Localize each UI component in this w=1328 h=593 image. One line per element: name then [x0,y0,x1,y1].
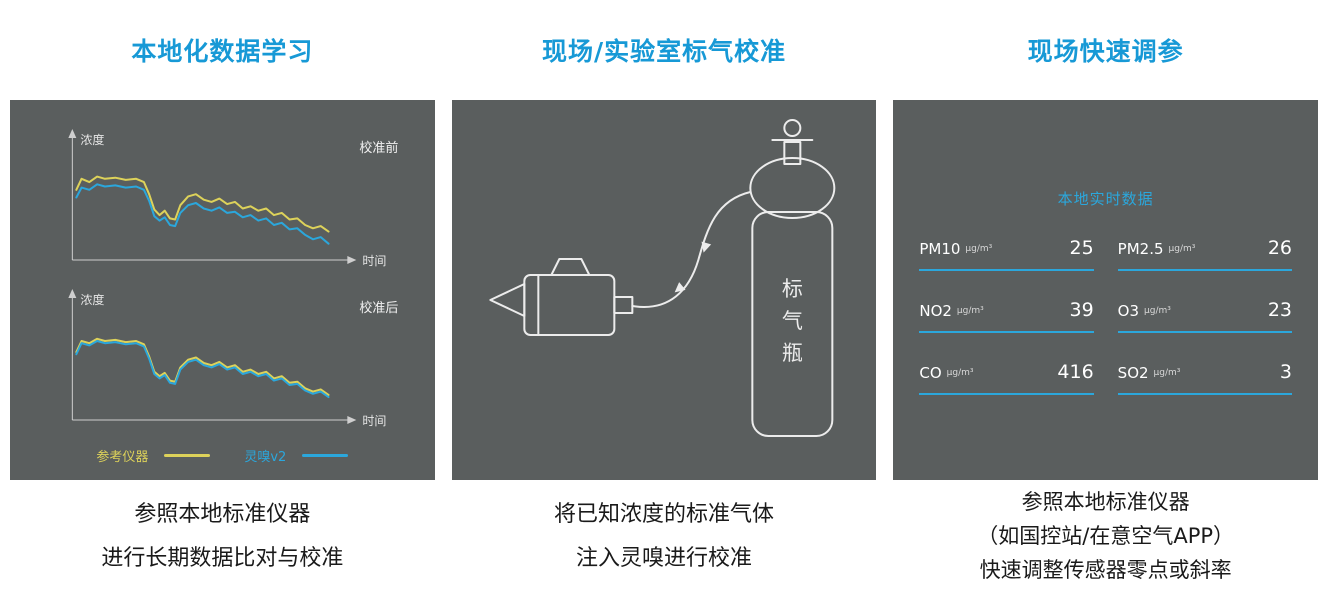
column-title: 现场快速调参 [1027,37,1184,66]
gas-tube [631,191,752,308]
reading-unit: μg/m³ [1144,306,1171,316]
reading-so2: SO2 μg/m³ 3 [1117,361,1293,395]
caption-line: 注入灵嗅进行校准 [576,545,753,571]
column-title: 本地化数据学习 [131,37,314,66]
cylinder-label-char: 标 [782,277,803,301]
reading-pm10: PM10 μg/m³ 25 [919,237,1094,271]
caption: 参照本地标准仪器 （如国控站/在意空气APP） 快速调整传感器零点或斜率 [893,480,1318,593]
column-local-data-learning: 本地化数据学习 浓度 时间 校准前 浓度 时间 校准后 [10,0,435,593]
cylinder-valve [783,141,802,165]
legend-line-blue-icon [302,454,349,457]
reading-value: 25 [1069,237,1094,259]
caption-line: 参照本地标准仪器 [1021,490,1190,514]
reading-unit: μg/m³ [956,306,984,316]
legend-label-reference: 参考仪器 [96,450,149,465]
flow-arrow-icon [701,241,711,253]
caption-line: （如国控站/在意空气APP） [977,524,1235,548]
series-line [75,337,330,396]
reading-co: CO μg/m³ 416 [919,361,1094,395]
x-axis-arrow-icon [347,416,357,424]
reading-unit: μg/m³ [965,244,993,254]
gas-cylinder [751,211,834,437]
caption-line: 将已知浓度的标准气体 [554,501,775,527]
column-gas-calibration: 现场/实验室标气校准 标 气 瓶 [451,0,877,593]
chart-before-calibration: 浓度 时间 校准前 [68,129,398,268]
reading-o3: O3 μg/m³ 23 [1117,299,1293,333]
x-axis-label: 时间 [362,254,386,268]
caption: 参照本地标准仪器 进行长期数据比对与校准 [10,480,435,593]
reading-value: 39 [1069,299,1094,321]
reading-unit: μg/m³ [1153,368,1181,378]
x-axis-arrow-icon [347,256,357,264]
caption: 将已知浓度的标准气体 注入灵嗅进行校准 [452,480,877,593]
column-quick-tuning: 现场快速调参 本地实时数据 PM10 μg/m³ 25 PM2.5 μg/m³ … [893,0,1319,593]
live-data-title: 本地实时数据 [1057,190,1154,208]
y-axis-arrow-icon [68,129,77,138]
y-axis-label: 浓度 [80,132,104,147]
reading-value: 3 [1279,361,1293,383]
chart-after-calibration: 浓度 时间 校准后 [68,289,398,428]
cylinder-collar [749,157,836,219]
caption-line: 参照本地标准仪器 [134,501,311,527]
column-title: 现场/实验室标气校准 [541,37,787,66]
x-axis-label: 时间 [362,414,386,428]
reading-name: PM2.5 [1117,240,1164,258]
legend-line-yellow-icon [164,454,211,457]
cylinder-label-char: 气 [782,309,803,333]
calibration-diagram: 标 气 瓶 [489,119,836,437]
series-line [75,340,330,399]
series-line [75,183,330,245]
chart-state-label: 校准前 [359,140,398,156]
series-line [75,175,330,233]
diagram-panel: 标 气 瓶 [451,100,877,480]
live-data-panel: 本地实时数据 PM10 μg/m³ 25 PM2.5 μg/m³ 26 NO2 … [893,100,1319,480]
caption-line: 快速调整传感器零点或斜率 [979,558,1232,582]
reading-name: O3 [1117,302,1140,320]
legend-label-sniffer: 灵嗅v2 [244,450,287,465]
cylinder-label-char: 瓶 [782,341,803,365]
chart-state-label: 校准后 [359,300,398,316]
chart-legend: 参考仪器 灵嗅v2 [36,446,409,465]
reading-name: NO2 [919,302,952,320]
reading-no2: NO2 μg/m³ 39 [919,299,1094,333]
reading-unit: μg/m³ [1168,244,1196,254]
device-handle [550,258,591,276]
reading-name: SO2 [1117,364,1149,382]
reading-value: 26 [1267,237,1293,259]
valve-knob-icon [783,119,802,137]
charts-panel: 浓度 时间 校准前 浓度 时间 校准后 参考仪器 灵嗅v2 [10,100,435,480]
device-inlet-cone [489,283,526,317]
reading-unit: μg/m³ [946,368,974,378]
caption-line: 进行长期数据比对与校准 [101,545,344,571]
reading-value: 23 [1267,299,1293,321]
reading-name: PM10 [919,240,961,258]
reading-pm25: PM2.5 μg/m³ 26 [1117,237,1293,271]
device-outlet [613,296,634,314]
reading-name: CO [919,364,942,382]
flow-arrow-icon [674,282,686,293]
reading-value: 416 [1057,361,1094,383]
y-axis-label: 浓度 [80,292,104,307]
y-axis-arrow-icon [68,289,77,298]
readings-grid: PM10 μg/m³ 25 PM2.5 μg/m³ 26 NO2 μg/m³ 3… [893,237,1318,395]
